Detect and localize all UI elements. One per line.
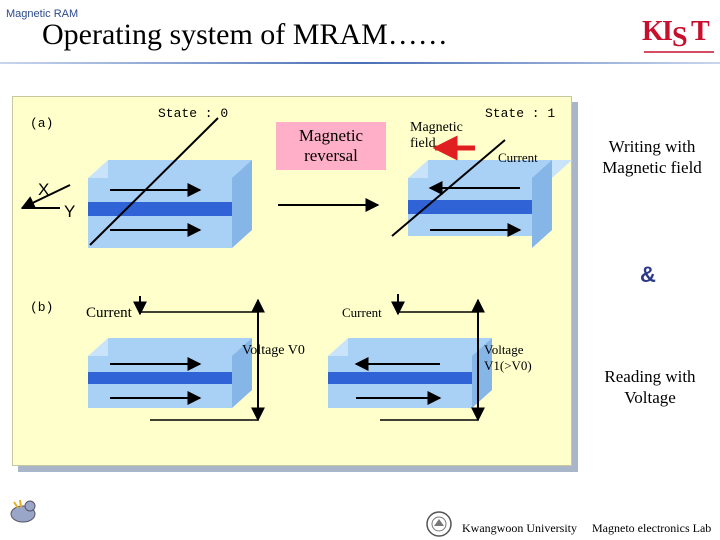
magnetic-field-label: Magnetic field <box>410 120 463 151</box>
reading-caption: Reading with Voltage <box>604 367 696 407</box>
footer-university: Kwangwoon University <box>462 521 577 535</box>
state1-label: State : 1 <box>485 106 556 121</box>
current-label-a: Current <box>498 150 538 165</box>
voltage-label-left: Voltage V0 <box>242 343 305 358</box>
title-divider <box>0 62 720 64</box>
current-label-b-right: Current <box>342 305 382 320</box>
axis-x-line <box>20 184 71 209</box>
svg-text:S: S <box>672 22 688 53</box>
topic-label: Magnetic RAM <box>6 8 79 20</box>
mtj-stack-a-state1 <box>408 160 572 248</box>
ampersand-label: & <box>640 262 656 287</box>
slide-title: Operating system of MRAM…… <box>42 18 448 51</box>
svg-text:K: K <box>642 16 664 47</box>
current-line-a0 <box>89 117 219 246</box>
part-b-label: (b) <box>30 300 54 315</box>
writing-caption: Writing with Magnetic field <box>602 137 702 177</box>
state0-label: State : 0 <box>158 106 229 121</box>
axis-x-label: X <box>38 180 50 199</box>
mtj-stack-b-left <box>88 338 252 408</box>
svg-text:I: I <box>662 16 673 47</box>
kist-logo: K I S T <box>642 16 714 53</box>
university-seal-icon <box>426 511 452 537</box>
svg-text:T: T <box>691 16 710 47</box>
voltage-label-right: Voltage V1(>V0) <box>484 342 532 373</box>
axis-y-label: Y <box>64 202 76 221</box>
current-line-a1 <box>391 139 506 237</box>
current-label-b-left: Current <box>86 305 132 321</box>
magnetic-reversal-box: Magnetic reversal <box>276 122 386 170</box>
mtj-stack-b-right <box>328 338 492 408</box>
footer-lab: Magneto electronics Lab <box>592 521 712 535</box>
part-a-label: (a) <box>30 116 54 131</box>
mascot-icon <box>10 499 36 523</box>
mtj-stack-a-state0 <box>88 160 252 248</box>
